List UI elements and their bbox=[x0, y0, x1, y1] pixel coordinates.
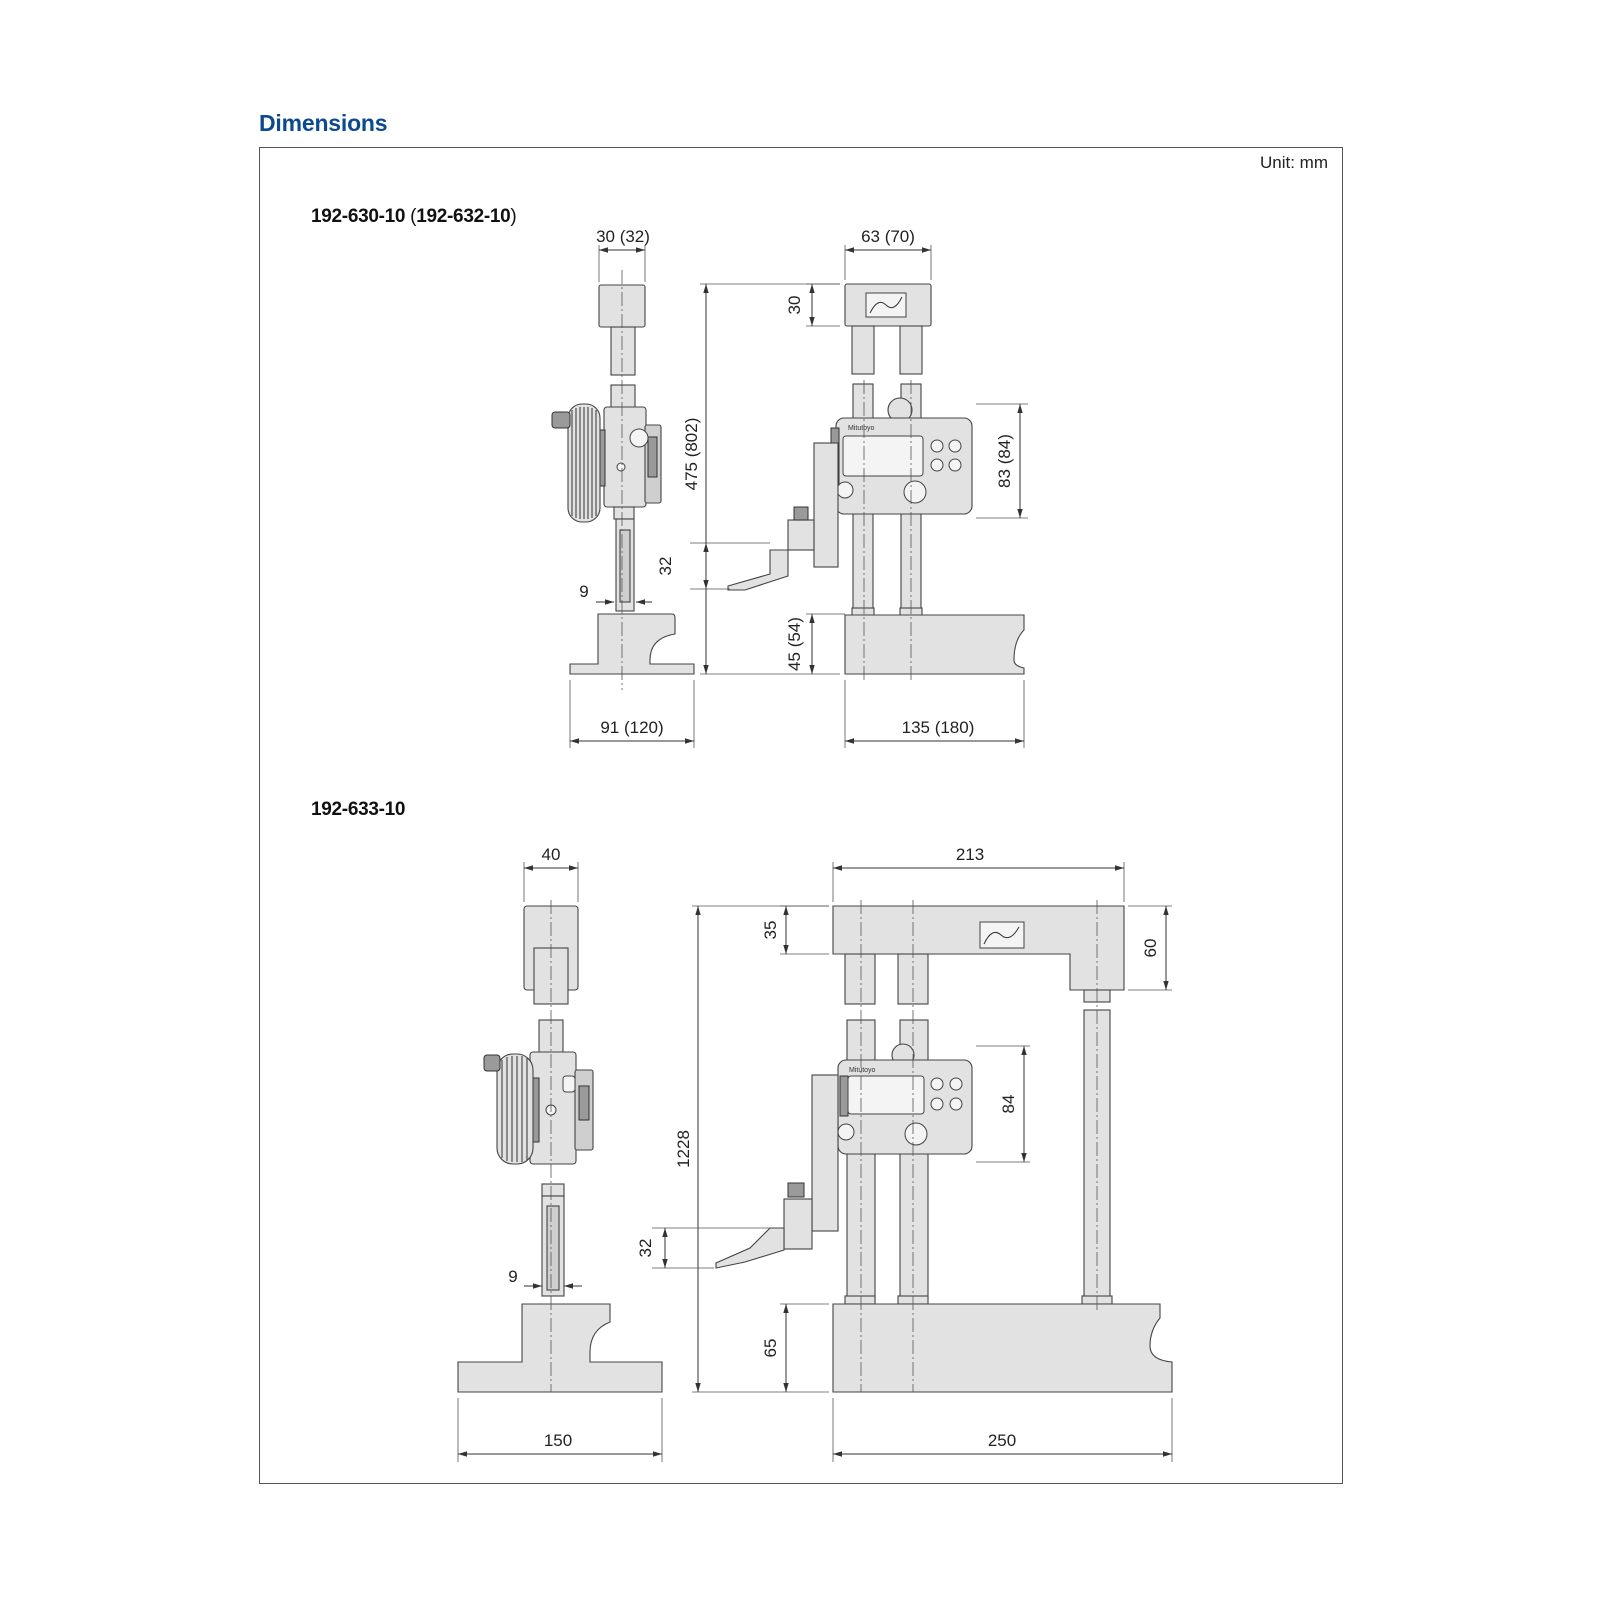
model2-front-dims: 213 35 60 1228 84 32 65 bbox=[636, 845, 1173, 1462]
scriber bbox=[727, 549, 789, 591]
counter-zero-btn bbox=[903, 480, 927, 504]
dim-scriber-thickness-1: 9 bbox=[579, 582, 588, 601]
clamp bbox=[613, 506, 635, 520]
unit-label: Unit: mm bbox=[1260, 153, 1328, 172]
clamp-screw bbox=[793, 506, 809, 521]
model-label-2: 192-633-10 bbox=[311, 799, 406, 821]
handwheel-knurl bbox=[571, 407, 597, 519]
base-side-2 bbox=[457, 1303, 663, 1393]
counter-mode-btn-2 bbox=[837, 1123, 855, 1141]
clamp-screw-2 bbox=[787, 1182, 805, 1198]
scriber-clamp bbox=[787, 519, 815, 551]
dim-base-height-2: 65 bbox=[761, 1339, 780, 1358]
dim-top-height-2: 35 bbox=[761, 921, 780, 940]
counter-btn-4 bbox=[948, 458, 962, 472]
model2-side-view bbox=[457, 900, 663, 1393]
base-front-2 bbox=[832, 1303, 1173, 1393]
counter-btn-2-1 bbox=[930, 1077, 944, 1091]
scriber-2 bbox=[715, 1227, 785, 1269]
mitutoyo-emblem-icon-2 bbox=[979, 921, 1025, 949]
scriber-bracket bbox=[813, 442, 839, 568]
wheel-knob-2 bbox=[483, 1054, 501, 1072]
counter-btn-3 bbox=[930, 458, 944, 472]
counter-btn-2-4 bbox=[949, 1097, 963, 1111]
dim-counter-height-1: 83 (84) bbox=[995, 434, 1014, 488]
dim-head-width-front-1: 63 (70) bbox=[861, 227, 915, 246]
upper-column bbox=[610, 326, 636, 376]
model1-front-view: Mitutoyo bbox=[727, 283, 1025, 680]
drawing-frame bbox=[259, 147, 1343, 1484]
model-code-1: 192-630-10 bbox=[311, 206, 406, 227]
dim-total-height-1: 475 (802) bbox=[682, 418, 701, 491]
top-bracket bbox=[832, 905, 1125, 991]
counter-brand: Mitutoyo bbox=[848, 425, 875, 432]
handwheel-knurl-2 bbox=[501, 1056, 528, 1162]
scriber-bracket-2 bbox=[811, 1074, 839, 1232]
counter-zero-btn-2 bbox=[904, 1122, 928, 1146]
emblem-mark bbox=[869, 296, 903, 314]
model1-side-dims: 30 (32) 91 (120) 9 bbox=[569, 227, 695, 748]
model-alt-close: ) bbox=[510, 206, 517, 227]
model1-front-dims: 63 (70) 30 475 (802) 83 (84) 32 45 (54) bbox=[656, 227, 1028, 748]
slider-body bbox=[603, 406, 647, 508]
slider-pin bbox=[616, 462, 626, 472]
dim-head-width-front-2: 213 bbox=[956, 845, 984, 864]
model-label-1: 192-630-10 (192-632-10) bbox=[311, 206, 517, 228]
left-column-top-2 bbox=[844, 953, 876, 1005]
counter-btn-2 bbox=[948, 439, 962, 453]
dim-bracket-height-2: 60 bbox=[1141, 939, 1160, 958]
counter-side-grip-2 bbox=[839, 1075, 849, 1117]
counter-btn-2-2 bbox=[949, 1077, 963, 1091]
model2-side-dims: 40 150 9 bbox=[457, 845, 663, 1462]
slider-knob-2 bbox=[562, 1075, 576, 1093]
dim-total-height-2: 1228 bbox=[674, 1130, 693, 1168]
scriber-holder-2 bbox=[546, 1205, 560, 1291]
left-column-top bbox=[851, 325, 875, 375]
page-title: Dimensions bbox=[259, 110, 388, 136]
counter-buttons-2 bbox=[578, 1085, 590, 1121]
handwheel-2 bbox=[496, 1053, 534, 1165]
base-side bbox=[569, 613, 695, 675]
dim-scriber-height-1: 32 bbox=[656, 557, 675, 576]
emblem-mark-2 bbox=[983, 926, 1020, 945]
dim-top-height-1: 30 bbox=[785, 296, 804, 315]
dim-base-width-2: 250 bbox=[988, 1431, 1016, 1450]
dim-base-width-1: 135 (180) bbox=[902, 718, 975, 737]
counter-brand-2: Mitutoyo bbox=[849, 1067, 876, 1074]
counter-btn-1 bbox=[930, 439, 944, 453]
right-column-top bbox=[899, 325, 923, 375]
lcd-display bbox=[842, 435, 924, 477]
counter-btn-2-3 bbox=[930, 1097, 944, 1111]
dim-head-width-1: 30 (32) bbox=[596, 227, 650, 246]
slider-knob bbox=[629, 428, 649, 448]
wheel-knob bbox=[551, 411, 571, 429]
dim-scriber-height-2: 32 bbox=[636, 1239, 655, 1258]
dim-head-width-2: 40 bbox=[542, 845, 561, 864]
dim-base-height-1: 45 (54) bbox=[785, 617, 804, 671]
left-foot-2 bbox=[844, 1295, 876, 1305]
lcd-display-2 bbox=[847, 1075, 925, 1115]
model-alt-code-1: 192-632-10 bbox=[416, 206, 511, 227]
clamp-2 bbox=[541, 1183, 565, 1197]
dim-counter-height-2: 84 bbox=[999, 1095, 1018, 1114]
dim-scriber-thickness-2: 9 bbox=[508, 1267, 517, 1286]
model1-side-view bbox=[551, 270, 695, 690]
model-alt-open: ( bbox=[405, 206, 417, 227]
model-code-2: 192-633-10 bbox=[311, 799, 406, 820]
dim-base-depth-1: 91 (120) bbox=[600, 718, 663, 737]
scriber-clamp-2 bbox=[783, 1198, 813, 1250]
counter-mode-btn bbox=[836, 481, 854, 499]
scriber-holder bbox=[619, 529, 631, 603]
model2-front-view: Mitutoyo bbox=[715, 900, 1173, 1393]
dim-base-depth-2: 150 bbox=[544, 1431, 572, 1450]
counter-buttons bbox=[647, 436, 658, 478]
base-front bbox=[844, 614, 1025, 675]
